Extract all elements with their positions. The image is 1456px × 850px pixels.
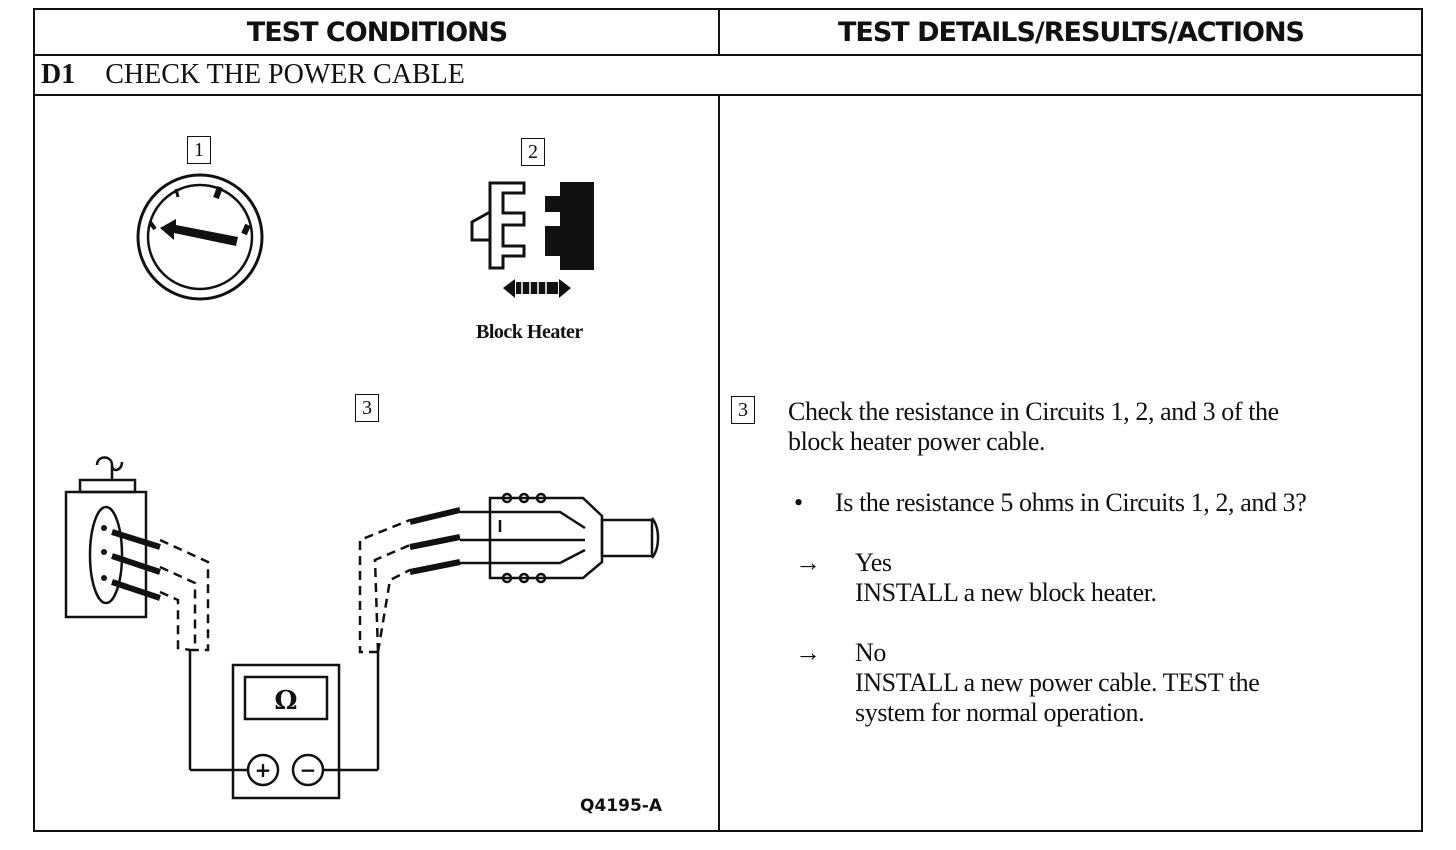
yes-label: Yes <box>855 548 892 577</box>
question-bullet: • <box>794 488 803 517</box>
yes-arrow-icon: → <box>795 548 821 577</box>
step-code: D1 <box>41 59 76 90</box>
no-action-line-2: system for normal operation. <box>855 698 1145 727</box>
test-table: TEST CONDITIONS TEST DETAILS/RESULTS/ACT… <box>33 8 1423 832</box>
step-rule <box>35 94 1421 96</box>
probe-3 <box>409 559 461 575</box>
block-heater-label: Block Heater <box>476 321 583 343</box>
yes-action: INSTALL a new block heater. <box>855 578 1157 607</box>
question-text: Is the resistance 5 ohms in Circuits 1, … <box>835 488 1307 517</box>
power-plug-icon <box>460 492 660 584</box>
outlet-icon <box>64 456 161 619</box>
instruction-line-2: block heater power cable. <box>788 427 1046 456</box>
column-divider <box>718 94 720 832</box>
header-test-details: TEST DETAILS/RESULTS/ACTIONS <box>838 16 1305 48</box>
no-label: No <box>855 638 886 667</box>
step-2-box: 2 <box>521 138 545 166</box>
header-test-conditions: TEST CONDITIONS <box>246 16 508 48</box>
probe-2 <box>409 534 461 550</box>
step-name: CHECK THE POWER CABLE <box>105 59 465 90</box>
left-test-leads <box>159 538 210 652</box>
figure-code: Q4195-A <box>580 796 662 816</box>
right-test-leads <box>358 518 411 654</box>
ohmmeter-icon <box>231 663 341 800</box>
step-3-box: 3 <box>355 394 379 422</box>
step-title: D1 CHECK THE POWER CABLE <box>41 56 465 94</box>
header-rule <box>35 54 1421 56</box>
plus-terminal: + <box>255 758 272 782</box>
header-divider <box>718 10 720 54</box>
ignition-switch-icon <box>136 173 264 301</box>
step-1-box: 1 <box>187 136 211 164</box>
instruction-line-1: Check the resistance in Circuits 1, 2, a… <box>788 397 1279 426</box>
no-arrow-icon: → <box>795 638 821 667</box>
details-step-3-box: 3 <box>731 396 755 424</box>
ohm-symbol: Ω <box>274 686 297 716</box>
minus-terminal: − <box>300 758 317 782</box>
probe-1 <box>409 507 461 525</box>
no-action-line-1: INSTALL a new power cable. TEST the <box>855 668 1260 697</box>
connector-icon <box>470 181 594 298</box>
